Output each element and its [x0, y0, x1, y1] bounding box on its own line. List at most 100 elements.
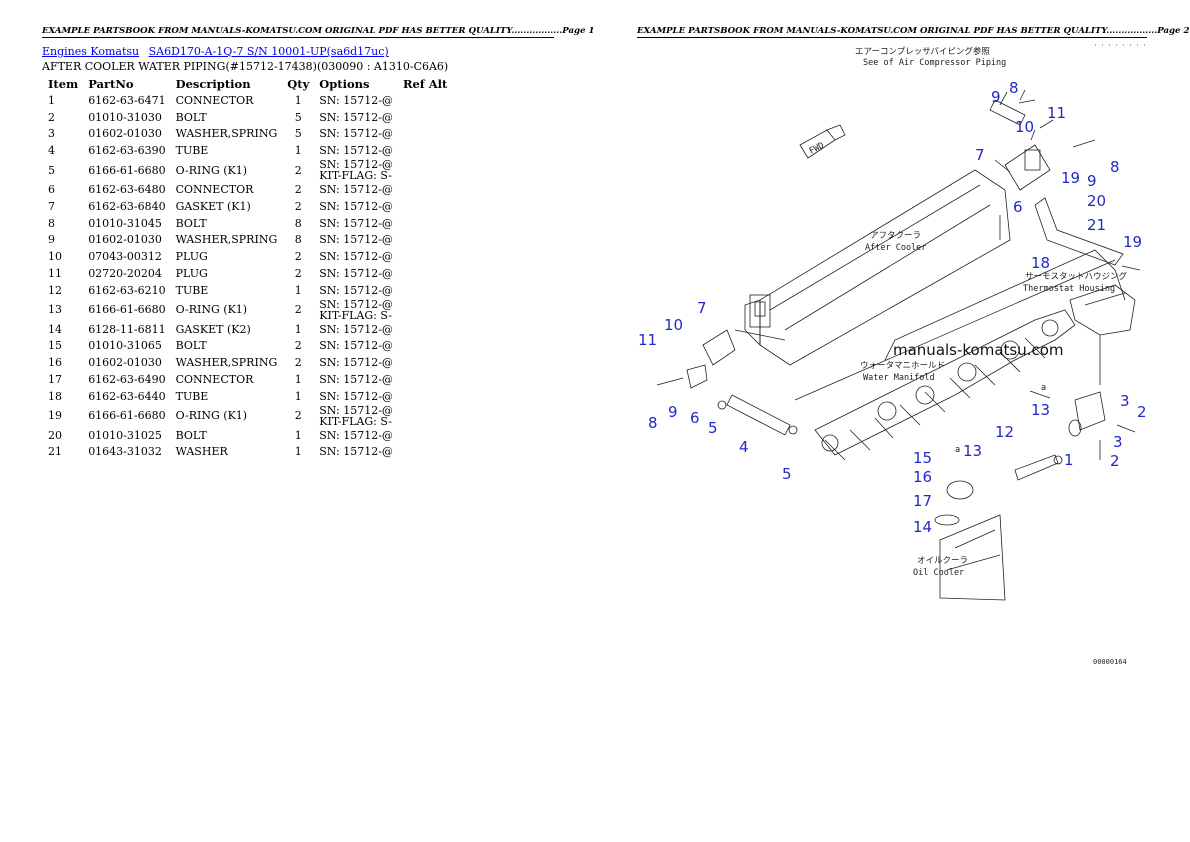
cell-ref-alt [398, 181, 452, 198]
cell-ref-alt [398, 282, 452, 299]
column-header-description: Description [175, 77, 251, 91]
option-serial: SN: 15712-@ [319, 403, 393, 417]
cell-ref-alt [398, 142, 452, 159]
option-serial: SN: 15712-@ [319, 339, 393, 353]
cell-partno: 01010-31065 [88, 339, 162, 353]
cell-qty: 5 [294, 127, 302, 141]
after-cooler-label: After Cooler [865, 243, 926, 253]
option-serial: SN: 15712-@ [319, 322, 393, 336]
option-serial: SN: 15712-@ [319, 110, 393, 124]
cell-description: WASHER,SPRING [175, 233, 278, 247]
cell-ref-alt [398, 248, 452, 265]
cell-options: SN: 15712-@KIT-FLAG: S- [314, 299, 398, 321]
column-header-ref-alt: Ref Alt [402, 77, 448, 91]
cell-partno: 6162-63-6490 [88, 373, 166, 387]
cell-qty: 2 [294, 409, 302, 423]
parts-table: Item PartNo Description Qty Options Ref … [42, 76, 452, 460]
cell-ref-alt [398, 126, 452, 143]
cell-partno: 6162-63-6440 [88, 389, 166, 403]
cell-ref-alt [398, 371, 452, 388]
callout-10: 10 [1015, 118, 1034, 136]
cell-item: 5 [48, 163, 55, 177]
cell-item: 14 [48, 322, 62, 336]
option-serial: SN: 15712-@ [319, 216, 393, 230]
option-kit-flag: KIT-FLAG: S- [319, 308, 392, 322]
cell-options: SN: 15712-@KIT-FLAG: S- [314, 405, 398, 427]
callout-13b: 13 [963, 442, 982, 460]
cell-item: 20 [48, 428, 62, 442]
option-serial: SN: 15712-@ [319, 373, 393, 387]
callout-6b: 6 [690, 409, 700, 427]
option-serial: SN: 15712-@ [319, 297, 393, 311]
cell-description: PLUG [175, 267, 208, 281]
cell-qty: 2 [294, 183, 302, 197]
cell-partno: 01010-31030 [88, 110, 162, 124]
cell-options: SN: 15712-@ [314, 215, 398, 232]
point-a2-label: a [955, 445, 960, 455]
cell-partno: 01010-31025 [88, 428, 162, 442]
cell-description: GASKET (K2) [175, 322, 251, 336]
cell-description: BOLT [175, 216, 207, 230]
cell-qty: 1 [294, 389, 302, 403]
cell-partno: 6162-63-6840 [88, 199, 166, 213]
cell-qty: 2 [294, 163, 302, 177]
cell-partno: 6166-61-6680 [88, 409, 166, 423]
cell-description: BOLT [175, 110, 207, 124]
option-serial: SN: 15712-@ [319, 199, 393, 213]
breadcrumb-link-model[interactable]: SA6D170-A-1Q-7 S/N 10001-UP(sa6d17uc) [148, 45, 389, 58]
cell-options: SN: 15712-@ [314, 92, 398, 109]
column-header-partno: PartNo [88, 77, 134, 91]
thermostat-label-jp: サーモスタットハウジング [1025, 271, 1128, 282]
cell-options: SN: 15712-@ [314, 388, 398, 405]
cell-item: 4 [48, 144, 55, 158]
cell-description: O-RING (K1) [175, 163, 248, 177]
cell-qty: 1 [294, 93, 302, 107]
callout-9b: 9 [1087, 172, 1097, 190]
cell-ref-alt [398, 405, 452, 427]
cell-partno: 6162-63-6210 [88, 283, 166, 297]
cell-qty: 2 [294, 250, 302, 264]
cell-description: BOLT [175, 339, 207, 353]
table-header-row: Item PartNo Description Qty Options Ref … [42, 76, 452, 92]
callout-13: 13 [1031, 401, 1050, 419]
cell-options: SN: 15712-@ [314, 181, 398, 198]
callout-19: 19 [1061, 169, 1080, 187]
cell-options: SN: 15712-@ [314, 265, 398, 282]
callout-12: 12 [995, 423, 1014, 441]
cell-description: CONNECTOR [175, 93, 254, 107]
cell-partno: 01602-01030 [88, 356, 162, 370]
cell-qty: 5 [294, 110, 302, 124]
cell-ref-alt [398, 198, 452, 215]
cell-options: SN: 15712-@ [314, 282, 398, 299]
callout-7: 7 [975, 146, 985, 164]
water-manifold-label-jp: ウォータマニホールド [860, 361, 945, 371]
page-1: EXAMPLE PARTSBOOK FROM MANUALS-KOMATSU.C… [42, 26, 594, 460]
cell-ref-alt [398, 354, 452, 371]
cell-partno: 02720-20204 [88, 267, 162, 281]
thermostat-label: Thermostat Housing [1023, 284, 1115, 294]
callout-1: 1 [1064, 451, 1074, 469]
breadcrumb-link-engines[interactable]: Engines Komatsu [42, 45, 140, 58]
cell-options: SN: 15712-@ [314, 142, 398, 159]
cell-item: 17 [48, 373, 62, 387]
point-a-label: a [1041, 383, 1046, 393]
cell-qty: 1 [294, 373, 302, 387]
page-2: EXAMPLE PARTSBOOK FROM MANUALS-KOMATSU.C… [595, 0, 1190, 842]
cell-description: BOLT [175, 428, 207, 442]
option-serial: SN: 15712-@ [319, 250, 393, 264]
air-compressor-label-jp: エアーコンプレッサパイピング参照 [855, 46, 990, 57]
callout-5: 5 [708, 419, 718, 437]
cell-item: 15 [48, 339, 62, 353]
callout-2: 2 [1137, 403, 1147, 421]
cell-item: 16 [48, 356, 62, 370]
cell-description: TUBE [175, 283, 209, 297]
